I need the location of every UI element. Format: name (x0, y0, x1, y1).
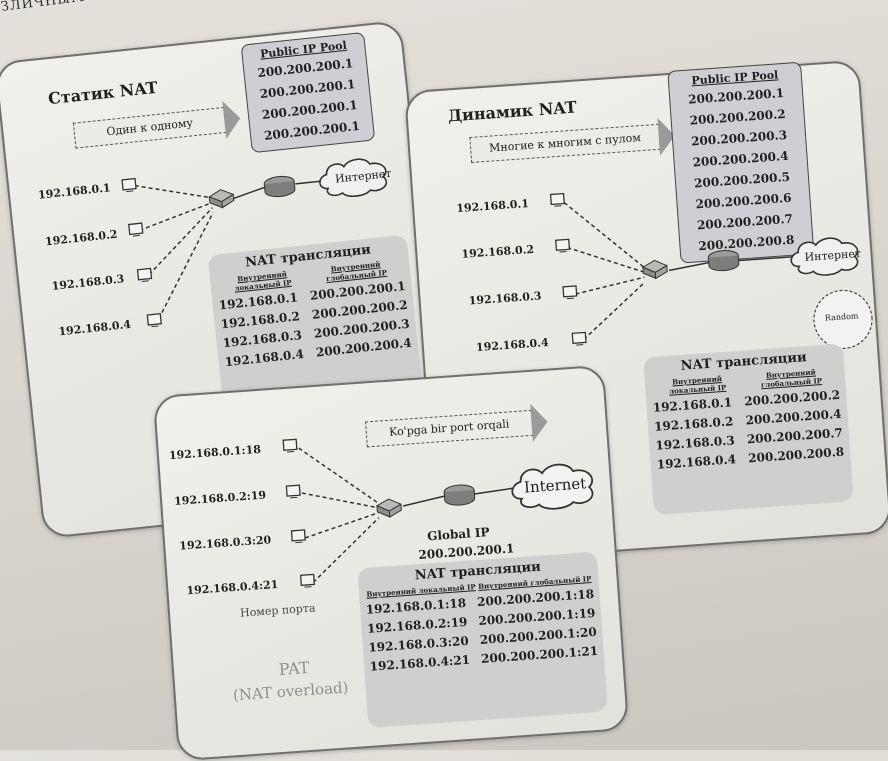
computer-icon (285, 484, 302, 499)
switch-icon (374, 496, 403, 520)
computer-icon (282, 438, 299, 453)
pat-link-3 (304, 513, 380, 538)
dynamic-nat-translations: NAT трансляции Внутренний локальный IP В… (643, 343, 854, 515)
computer-icon (555, 238, 572, 253)
computer-icon (121, 177, 138, 193)
pat-panel: Ko'pga bir port orqali 192.168.0.1:18 19… (153, 365, 629, 761)
switch-icon (206, 186, 236, 211)
dynamic-router-cloud-link (739, 257, 794, 261)
page-top-text: ЗЛИЧНЫМ НО... (0, 0, 130, 15)
static-link-3 (143, 208, 219, 275)
computer-icon (136, 267, 153, 283)
pat-switch-router-link (403, 496, 445, 506)
pat-nat-translations: NAT трансляции Внутренний локальный IP В… (357, 552, 608, 728)
computer-icon (549, 192, 566, 207)
pat-link-1 (299, 443, 378, 508)
computer-icon (571, 331, 588, 346)
computer-icon (290, 529, 307, 544)
static-link-1 (135, 178, 212, 206)
router-icon (706, 246, 742, 274)
router-icon (261, 172, 298, 201)
dynamic-link-1 (564, 197, 644, 272)
local-ip: 192.168.0.4 (656, 450, 736, 474)
static-switch-router-link (233, 187, 267, 198)
computer-icon (300, 573, 317, 588)
computer-icon (146, 312, 163, 328)
dynamic-link-2 (567, 242, 644, 277)
switch-icon (640, 257, 669, 281)
pat-link-2 (302, 488, 378, 513)
computer-icon (128, 222, 145, 238)
static-link-2 (137, 203, 214, 231)
dynamic-switch-router-link (669, 263, 709, 271)
computer-icon (562, 285, 579, 300)
router-icon (442, 481, 478, 509)
